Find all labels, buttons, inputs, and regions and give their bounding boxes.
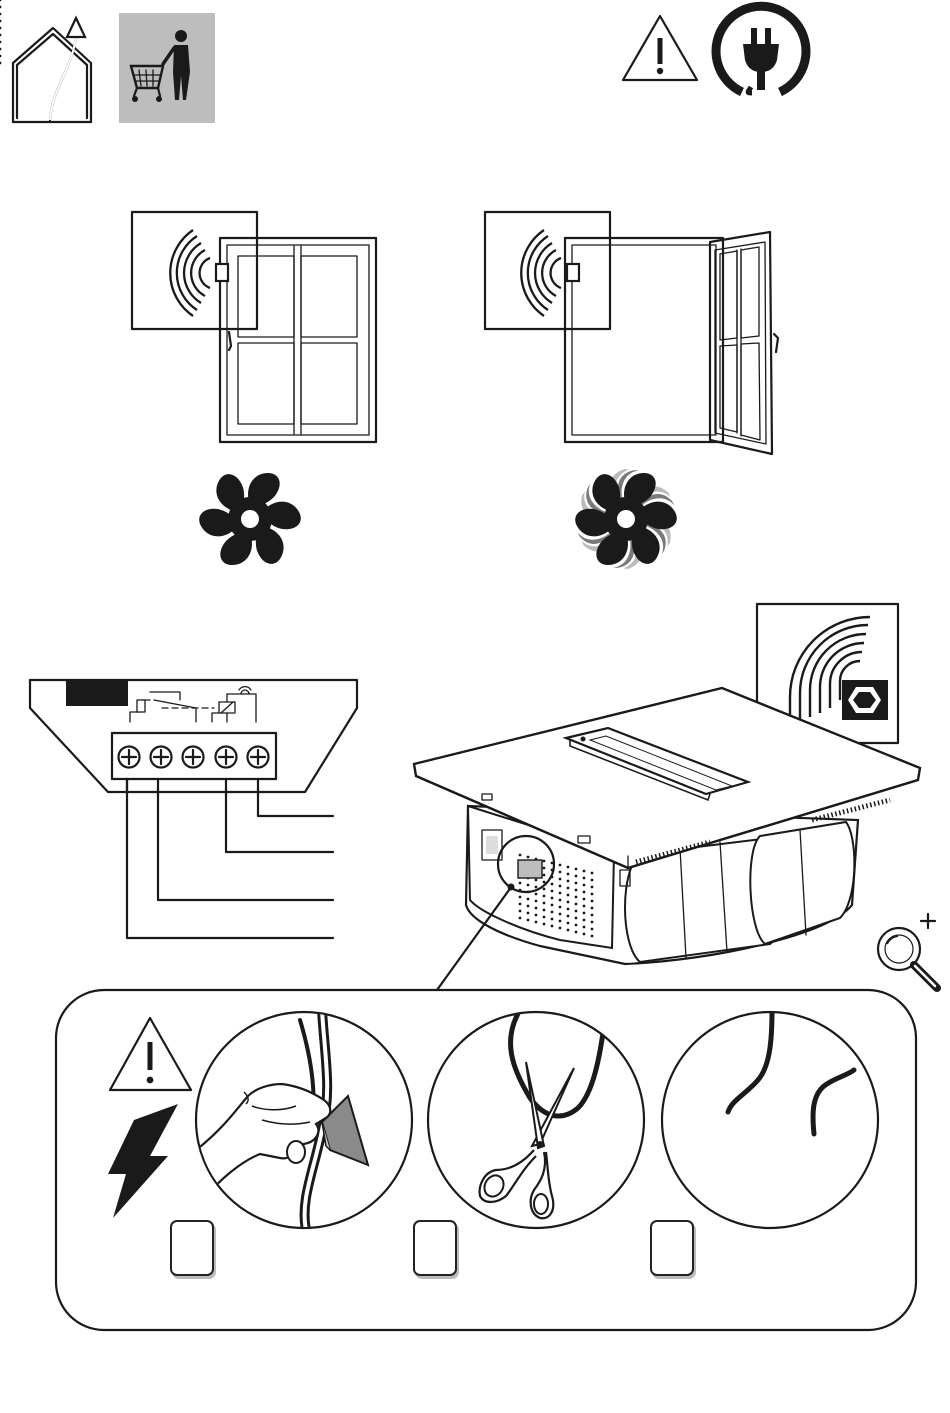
step-1-number-box bbox=[170, 1220, 214, 1276]
house-exhaust-icon bbox=[13, 18, 91, 122]
magnifier-zoom-icon bbox=[878, 914, 937, 988]
warning-triangle-icon bbox=[110, 1018, 191, 1090]
steps-panel bbox=[56, 990, 916, 1330]
warning-triangle-icon bbox=[623, 16, 697, 80]
fan-running-icon bbox=[571, 468, 680, 570]
remove-label-step-icon bbox=[196, 1010, 412, 1230]
relay-terminal-block-icon bbox=[30, 680, 357, 938]
step-2-number-box bbox=[413, 1220, 457, 1276]
fan-stopped-icon bbox=[195, 470, 304, 567]
cable-cut-result-icon bbox=[662, 1010, 878, 1228]
shopping-cart-person-icon bbox=[119, 13, 215, 123]
power-plug-icon bbox=[716, 6, 806, 93]
step-3-number-box bbox=[650, 1220, 694, 1276]
window-open-sensor-icon bbox=[485, 212, 778, 454]
lightning-bolt-icon bbox=[108, 1104, 178, 1218]
cut-cable-step-icon bbox=[428, 1010, 644, 1228]
induction-hob-with-extractor-icon bbox=[0, 0, 920, 990]
window-closed-sensor-icon bbox=[132, 212, 376, 442]
